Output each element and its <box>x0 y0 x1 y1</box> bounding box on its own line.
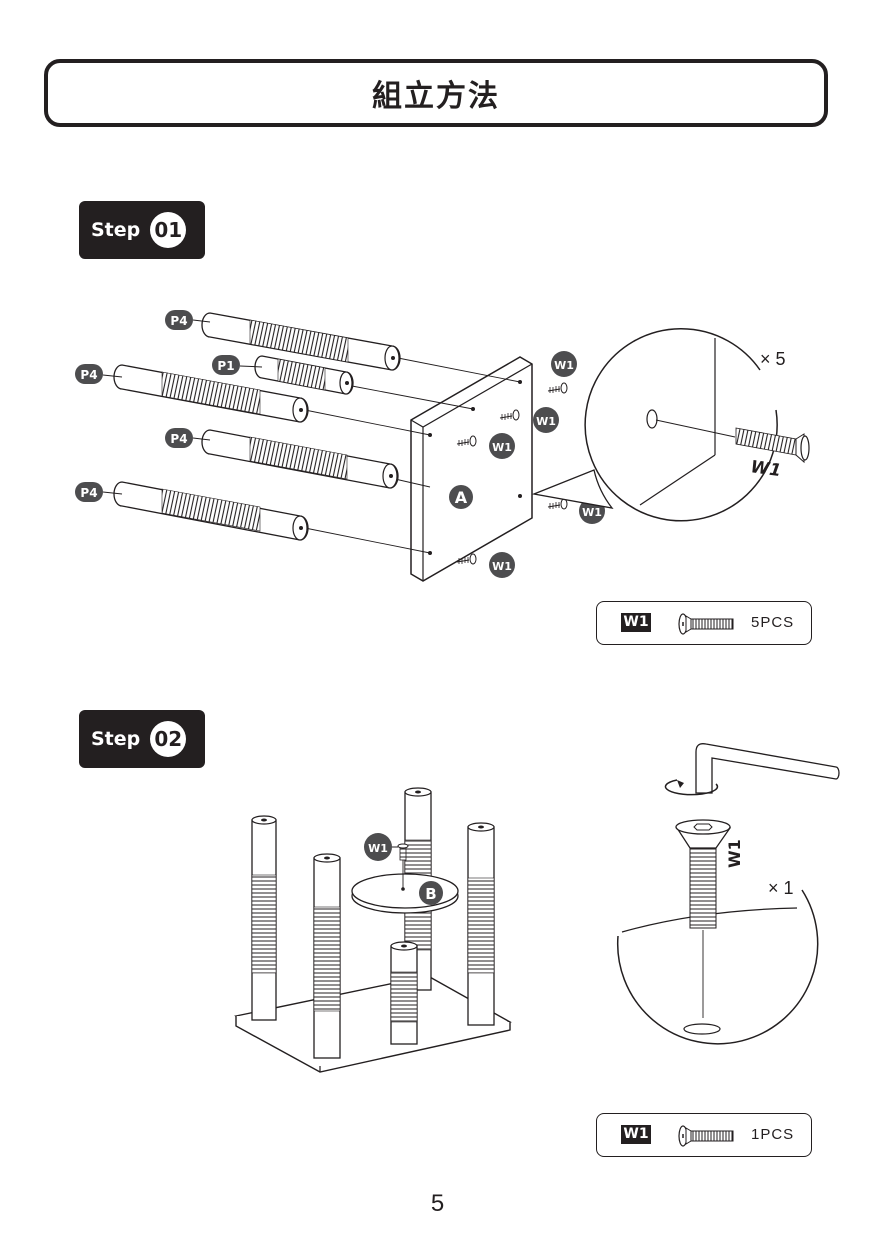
screw-label: W1 <box>582 506 602 519</box>
step-02-detail: W1 × 1 <box>616 743 840 1045</box>
step-number: 02 <box>150 721 187 757</box>
pole-left-back <box>251 815 277 1021</box>
step-02-detail-screw-label: W1 <box>725 839 744 868</box>
step-02-diagram: B W1 <box>234 743 840 1073</box>
step-01-multiplier: × 5 <box>760 349 786 369</box>
parts-tag: W1 <box>621 613 651 632</box>
page-title-box: 組立方法 <box>44 59 828 127</box>
step-label: Step <box>91 219 141 241</box>
screw-label: W1 <box>536 415 556 428</box>
base-board <box>234 975 512 1073</box>
screw-labels: W1 W1 W1 W1 W1 <box>489 351 605 578</box>
platform-b: B <box>351 873 459 914</box>
pole-label: P1 <box>217 359 234 373</box>
pole-label: P4 <box>170 432 187 446</box>
step-01-badge: Step 01 <box>79 201 205 259</box>
screw-label: W1 <box>368 842 388 855</box>
step-02-badge: Step 02 <box>79 710 205 768</box>
step-number: 01 <box>150 212 187 248</box>
pole-p4-2 <box>113 364 309 423</box>
pole-label: P4 <box>170 314 187 328</box>
step-01-detail-callout: × 5 W1 <box>531 328 810 522</box>
step-01-parts-box: W1 5PCS <box>596 601 812 645</box>
screw-label: W1 <box>492 441 512 454</box>
screw-icon <box>678 613 734 635</box>
pole-label: P4 <box>80 486 97 500</box>
pole-p4-1 <box>201 312 401 371</box>
step-02-screw: W1 <box>364 833 409 888</box>
pole-p4-4 <box>113 481 309 541</box>
pole-center-short <box>390 941 418 1045</box>
step-label: Step <box>91 728 141 750</box>
parts-tag: W1 <box>621 1125 651 1144</box>
parts-qty: 1PCS <box>751 1126 795 1143</box>
platform-b-label: B <box>425 885 436 903</box>
page-number: 5 <box>430 1190 445 1217</box>
pole-left-front <box>313 853 341 1059</box>
parts-qty: 5PCS <box>751 614 795 631</box>
pole-label: P4 <box>80 368 97 382</box>
step-02-multiplier: × 1 <box>768 878 794 898</box>
pole-label-markers: P4 P1 P4 P4 P4 <box>75 310 263 502</box>
step-02-parts-box: W1 1PCS <box>596 1113 812 1157</box>
screw-label: W1 <box>492 560 512 573</box>
panel-a-label: A <box>455 488 468 507</box>
step-01-detail-screw-label: W1 <box>749 457 782 481</box>
step-01-diagram: A P4 <box>75 310 810 582</box>
pole-p1 <box>254 355 354 395</box>
pole-right-back <box>467 822 495 1026</box>
page-title: 組立方法 <box>372 79 500 114</box>
screw-icon <box>678 1125 734 1147</box>
panel-a: A <box>410 356 533 582</box>
pole-p4-3 <box>201 429 399 489</box>
screw-label: W1 <box>554 359 574 372</box>
screw-markers <box>456 382 568 565</box>
